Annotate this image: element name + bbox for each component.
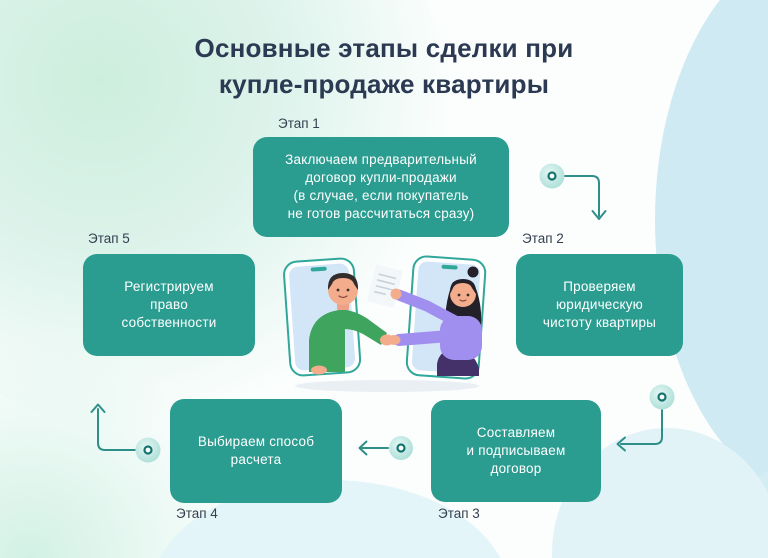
connector-node-icon [649,384,675,410]
stage-2-text-line: чистоту квартиры [542,315,657,330]
stage-5-text-line: собственности [121,315,217,330]
stage-3-text-line: и подписываем [466,443,566,458]
stage-1-text-line: Заключаем предварительный [285,152,477,167]
stage-5-box: Регистрируем право собственности [83,254,255,356]
stage-4-box: Выбираем способ расчета [170,399,342,503]
stage-4-label: Этап 4 [176,506,218,521]
stage-4-text-line: Выбираем способ [197,434,315,449]
stage-2-text-line: юридическую [555,297,644,312]
connector-node-icon [389,436,413,460]
stage-2-box: Проверяем юридическую чистоту квартиры [516,254,683,356]
connector-arrow-4-5 [90,403,136,451]
background-blue-bottom-right [700,460,768,558]
stage-1-text-line: (в случае, если покупатель [293,188,469,203]
stage-3-text-line: Составляем [476,425,556,440]
stage-1-label: Этап 1 [278,116,320,131]
stage-1-box: Заключаем предварительный договор купли-… [253,137,509,237]
stage-3-label: Этап 3 [438,506,480,521]
stage-5-text-line: Регистрируем [124,279,214,294]
stage-3-text-line: договор [490,461,542,476]
stage-3-box: Составляем и подписываем договор [431,400,601,502]
stage-2-label: Этап 2 [522,231,564,246]
page-title-line2: купле-продаже квартиры [218,69,550,99]
connector-arrow-1-2 [563,175,607,220]
stage-5-text-line: право [150,297,188,312]
page-title-line1: Основные этапы сделки при [194,33,574,63]
document-icon [367,264,403,308]
stage-5-label: Этап 5 [88,231,130,246]
connector-node-icon [135,437,161,463]
stage-1-text-line: договор купли-продажи [305,170,457,185]
connector-arrow-2-3 [616,409,663,452]
connector-node-icon [539,163,565,189]
illustration-shadow [295,380,479,392]
handshake-illustration [283,255,487,392]
connector-arrow-3-4 [358,440,389,456]
stage-4-text-line: расчета [230,452,282,467]
page-title: Основные этапы сделки при купле-продаже … [0,30,768,102]
stage-2-text-line: Проверяем [563,279,636,294]
stage-1-text-line: не готов рассчитаться сразу) [287,206,475,221]
